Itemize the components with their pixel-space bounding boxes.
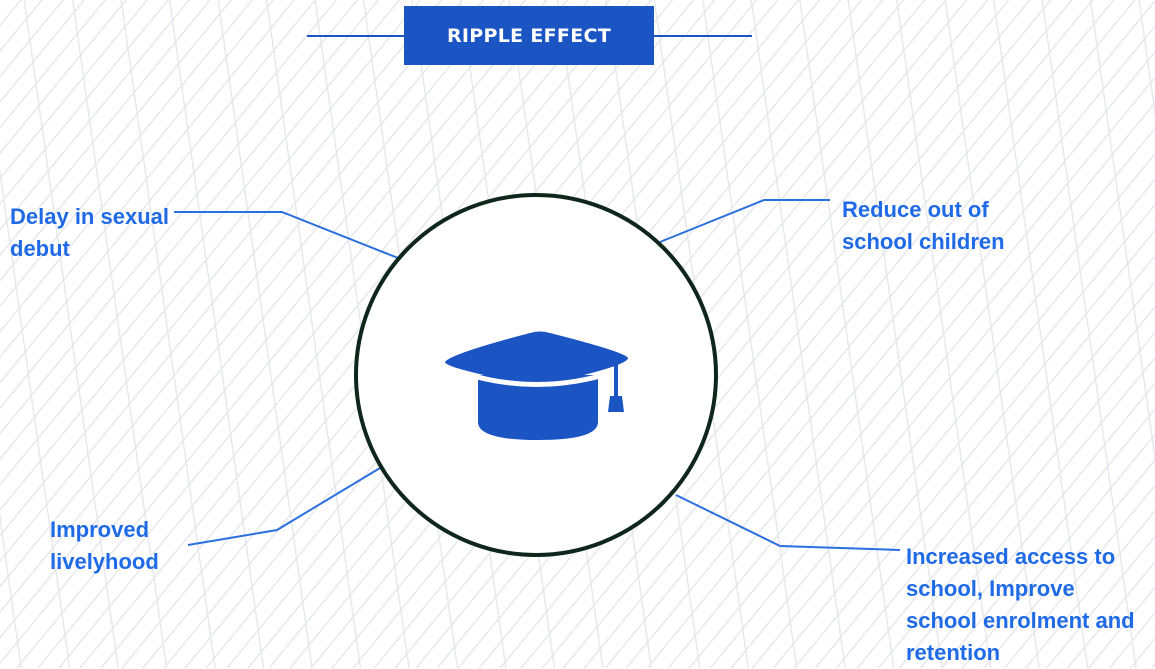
effect-label-delay: Delay in sexual debut	[10, 204, 169, 261]
effect-label-livelihood: Improved livelyhood	[50, 517, 159, 574]
connector-livelihood	[187, 467, 381, 546]
connector-reduce	[659, 199, 830, 243]
effect-label-reduce: Reduce out of school children	[842, 197, 1005, 254]
connector-access	[675, 494, 901, 551]
effect-label-access: Increased access to school, Improve scho…	[906, 544, 1135, 665]
graduation-cap-icon	[445, 331, 628, 440]
connector-delay	[174, 211, 399, 259]
page-title: RIPPLE EFFECT	[404, 6, 654, 65]
